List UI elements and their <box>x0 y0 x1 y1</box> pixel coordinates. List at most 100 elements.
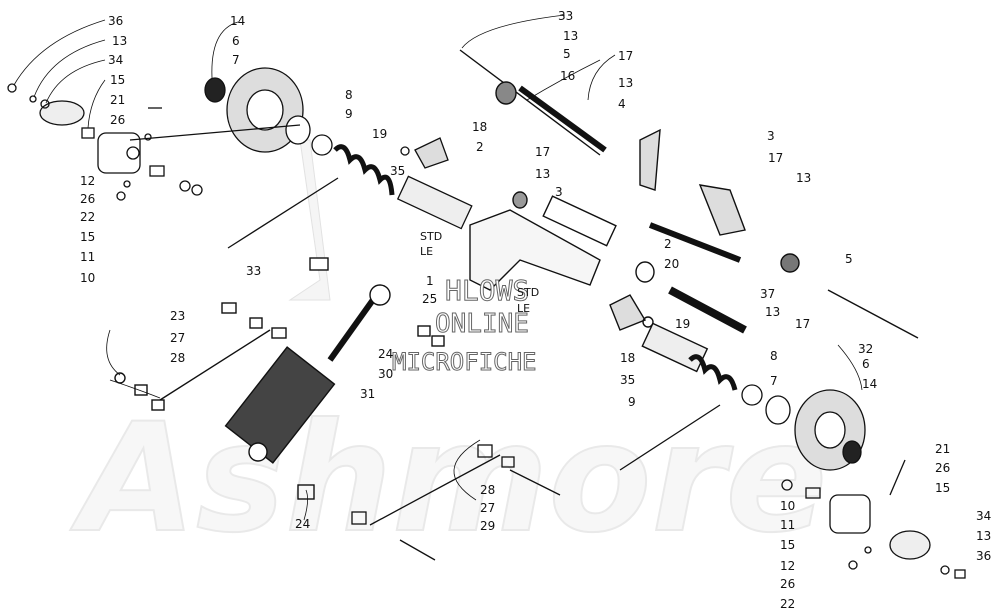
bushing-28 <box>271 327 287 339</box>
snap-ring-8b <box>741 384 763 406</box>
washer-13b <box>940 565 950 575</box>
callout: 27 <box>170 331 185 345</box>
callout: 26 <box>780 577 795 591</box>
callout: 31 <box>360 387 375 401</box>
callout: 32 <box>858 342 873 356</box>
callout: 11 <box>80 250 95 264</box>
callout: 16 <box>560 69 575 83</box>
bolt-29 <box>509 469 561 496</box>
callout: 17 <box>768 151 783 165</box>
shock-assembly <box>114 257 445 500</box>
spring-arm-9 <box>227 177 339 249</box>
callout: 7 <box>770 374 778 388</box>
nut-10 <box>191 184 203 196</box>
link-rod-28b <box>369 454 501 526</box>
callout: 21 <box>935 442 950 456</box>
std-label-2: STD <box>517 286 539 299</box>
torsion-spring-9 <box>333 144 395 196</box>
bracket-4b <box>698 184 746 236</box>
callout: 6 <box>232 34 240 48</box>
bushing-2b <box>635 261 655 283</box>
callout: 20 <box>664 257 679 271</box>
bracket-block-b <box>829 494 871 534</box>
watermark: Ashmore <box>69 139 828 567</box>
shaft-37 <box>648 222 742 263</box>
upper-shaft-33 <box>459 49 601 156</box>
nut-30 <box>431 335 445 347</box>
callout: 8 <box>345 88 353 102</box>
callout: 34 <box>108 53 123 67</box>
callout: 35 <box>620 373 635 387</box>
le-label-2: LE <box>517 302 530 315</box>
bolt-36b <box>954 569 966 579</box>
washer-10 <box>179 180 191 192</box>
leader-13 <box>33 39 106 98</box>
callout: 9 <box>345 107 353 121</box>
bearing-14b <box>842 440 862 464</box>
bolt-29b <box>399 539 436 561</box>
shim-plate <box>39 100 85 126</box>
callout: 29 <box>480 519 495 533</box>
bushing-11b <box>805 487 821 499</box>
std-label-1: STD <box>420 230 442 243</box>
bushing-2 <box>512 191 528 209</box>
nut-23 <box>221 302 237 314</box>
callout: 18 <box>472 120 487 134</box>
callout: 17 <box>535 145 550 159</box>
watermark-brand: Ashmore <box>70 392 827 566</box>
callout: 17 <box>795 317 810 331</box>
leader-36 <box>13 19 106 86</box>
bushing-29a <box>351 511 367 525</box>
bushing-5b <box>780 253 800 273</box>
bolt-32 <box>827 289 919 339</box>
callout: 6 <box>862 357 870 371</box>
leader-6b <box>837 344 863 391</box>
spring-arm-9b <box>619 404 721 471</box>
bushing-15 <box>81 127 95 139</box>
sleeve-20 <box>668 286 747 334</box>
bushing-28b <box>477 444 493 458</box>
callout: 12 <box>780 559 795 573</box>
idler-hub-b <box>814 411 846 449</box>
leader-15 <box>87 79 106 129</box>
bearing-7 <box>285 115 311 145</box>
bolt-36 <box>7 83 17 93</box>
shim-plate-b <box>889 530 931 560</box>
callout: 12 <box>80 174 95 188</box>
sleeve-35 <box>396 175 473 230</box>
nut-34 <box>40 99 50 109</box>
callout: 23 <box>170 309 185 323</box>
screw-21b <box>889 459 906 496</box>
callout: 3 <box>555 185 563 199</box>
callout: 19 <box>372 127 387 141</box>
callout: 21 <box>110 93 125 107</box>
bushing-11 <box>149 165 165 177</box>
callout: 24 <box>378 347 393 361</box>
bushing-33 <box>309 257 329 271</box>
callout: 11 <box>780 518 795 532</box>
nut-22b <box>848 560 858 570</box>
callout: 28 <box>170 351 185 365</box>
callout: 34 <box>976 509 991 523</box>
callout: 26 <box>935 461 950 475</box>
center-frame <box>459 49 919 373</box>
callout: 13 <box>112 34 127 48</box>
callout: 18 <box>620 351 635 365</box>
callout: 10 <box>780 499 795 513</box>
callout: 1 <box>426 274 434 288</box>
callout: 33 <box>246 264 261 278</box>
watermark-text: HLOWS ONLINE MICROFICHE <box>392 274 538 377</box>
torsion-spring-9b <box>688 354 738 391</box>
snap-ring-8 <box>311 134 333 156</box>
washer-27b <box>501 456 515 468</box>
le-label-1: LE <box>420 245 433 258</box>
washer-26b <box>123 180 131 188</box>
washer-13 <box>29 95 37 103</box>
washer-10b <box>781 479 793 491</box>
leader-23 <box>106 329 121 376</box>
callout: 13 <box>796 171 811 185</box>
callout: 25 <box>422 292 437 306</box>
callout: 37 <box>760 287 775 301</box>
callout: 2 <box>476 140 484 154</box>
left-wheel-assembly <box>7 67 333 201</box>
